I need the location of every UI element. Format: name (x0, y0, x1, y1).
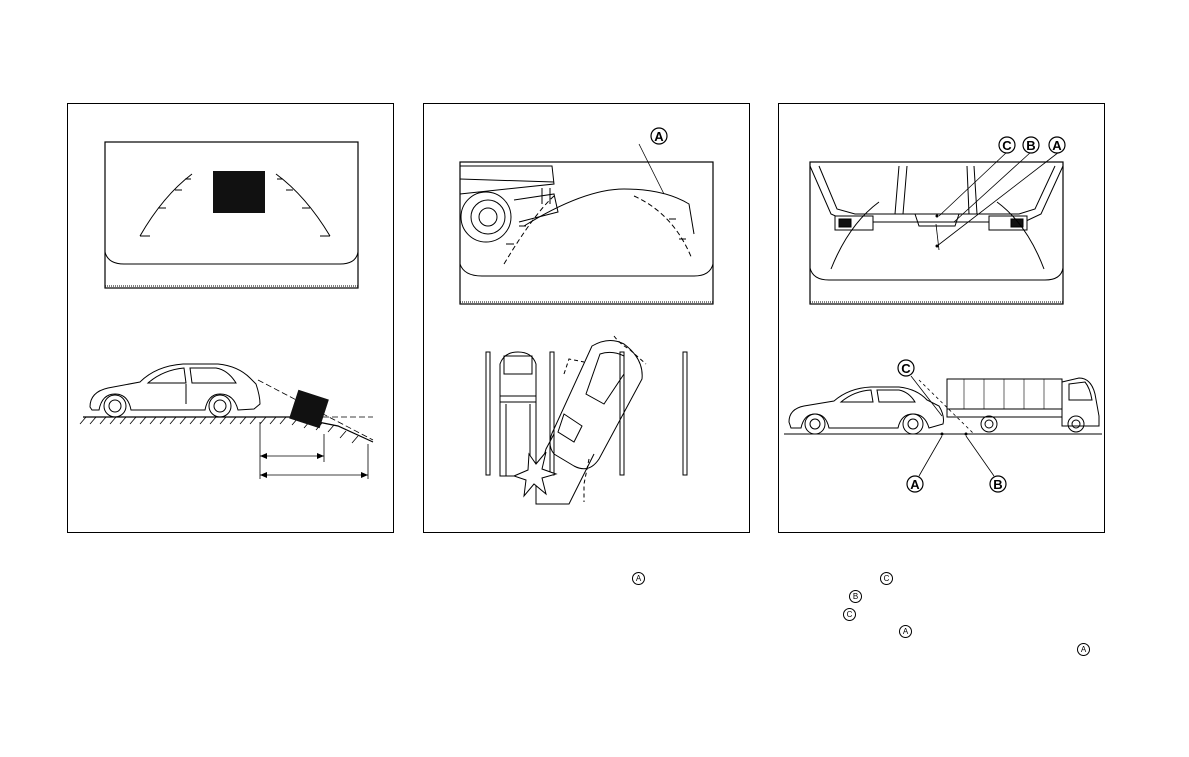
parking-lot-top-view (486, 352, 687, 476)
truck-side-view (947, 378, 1099, 432)
distance-guide-diagram: C B A C A (778, 103, 1105, 533)
ref-mark-c-2: C (843, 608, 856, 621)
sedan-side-view-small (789, 387, 944, 434)
ref-mark-a-3: A (1077, 643, 1090, 656)
sedan-side-view (90, 364, 260, 417)
object-on-screen (213, 171, 265, 213)
ref-mark-c-1: C (880, 572, 893, 585)
swept-path-dashed (564, 359, 584, 374)
callout-c-label-side: C (901, 361, 911, 376)
slope-blind-spot-diagram (67, 103, 394, 533)
distance-diagram-svg: C B A C A (779, 104, 1106, 534)
callout-a2-label: A (1052, 138, 1062, 153)
camera-monitor-screen (105, 142, 358, 288)
callout-b-label: B (1026, 138, 1035, 153)
slope-diagram-svg (68, 104, 395, 534)
camera-monitor-screen (810, 162, 1063, 304)
callout-a-label: A (654, 129, 664, 144)
turning-diagram-svg: A (424, 104, 751, 534)
callout-c-label: C (1002, 138, 1012, 153)
ground-point-a (941, 433, 944, 436)
ref-point-b (936, 215, 939, 218)
turning-car (550, 336, 646, 469)
callout-b-leader-side (966, 436, 994, 476)
turning-clearance-diagram: A (423, 103, 750, 533)
ref-mark-b-1: B (849, 590, 862, 603)
callout-a-label-side: A (910, 477, 920, 492)
camera-monitor-screen (460, 162, 713, 304)
ref-mark-a-1: A (632, 572, 645, 585)
ground-point-b (965, 433, 968, 436)
ref-mark-a-2: A (899, 625, 912, 638)
callout-c-leader-side (911, 376, 942, 416)
callout-b-label-side: B (993, 477, 1002, 492)
callout-a-leader-side (919, 436, 942, 476)
